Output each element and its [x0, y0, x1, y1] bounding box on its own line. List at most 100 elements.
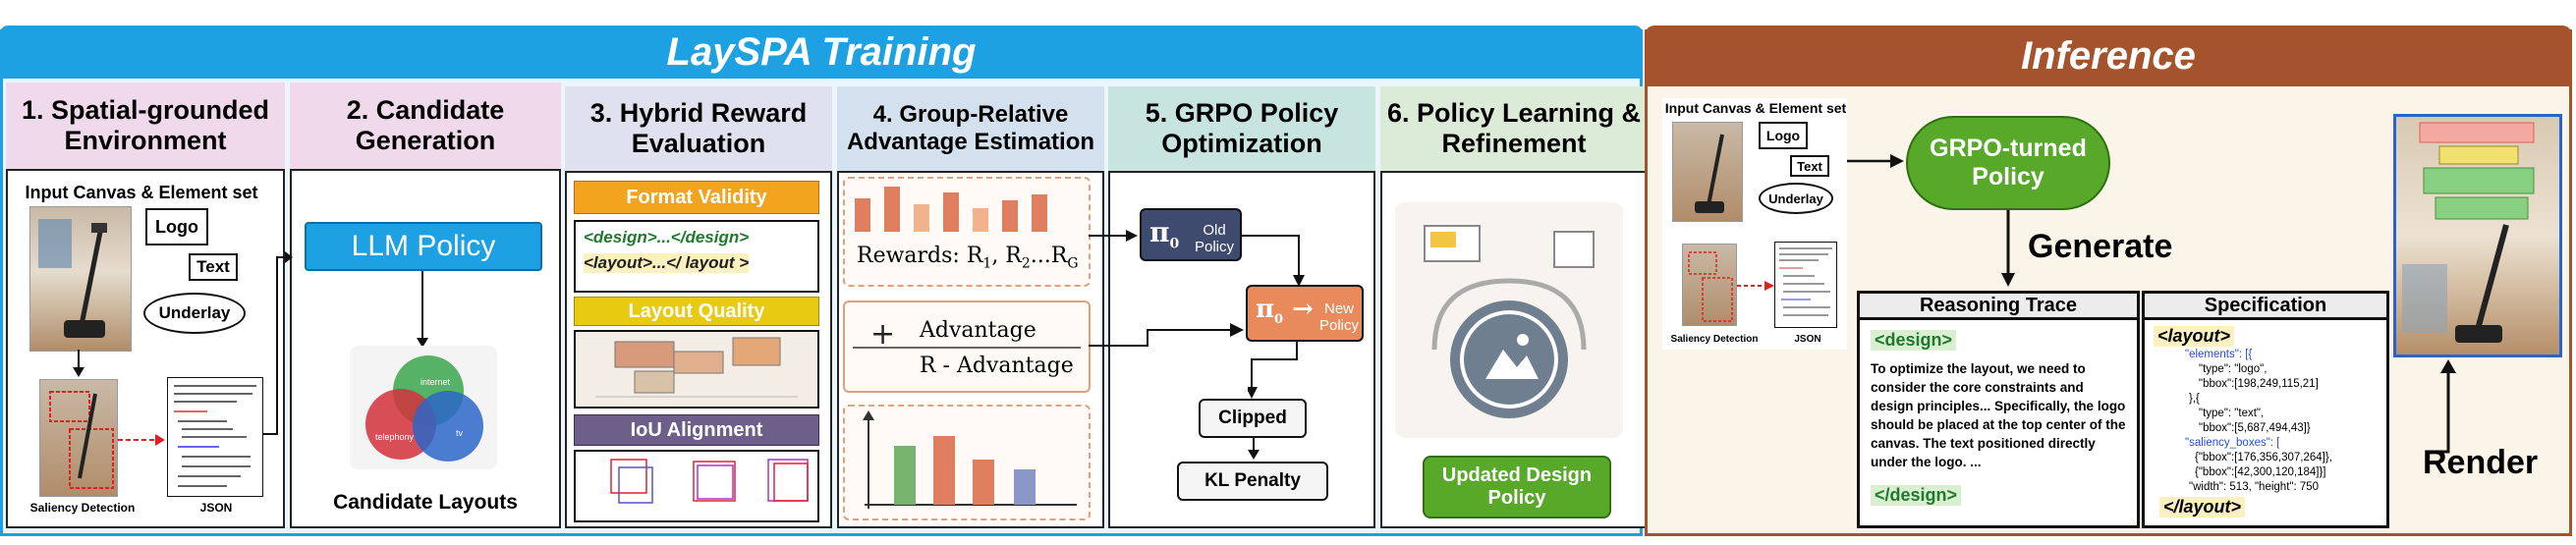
new-policy-label: New Policy: [1318, 300, 1359, 334]
stage-header-6: 6. Policy Learning & Refinement: [1380, 86, 1648, 173]
canvas-image: [29, 206, 132, 352]
stage1-dashed-arrow: [118, 434, 165, 446]
saliency-image: [39, 379, 118, 497]
inference-dashed-arrow: [1737, 281, 1774, 291]
layout-quality-illustration: [595, 337, 798, 398]
clipped-to-kl-arrow: [1248, 438, 1260, 460]
json-lines: [174, 385, 256, 487]
stage1-input-label: Input Canvas & Element set: [25, 183, 258, 202]
reasoning-trace-title: Reasoning Trace: [1857, 291, 2140, 320]
clipped-box: Clipped: [1199, 399, 1307, 438]
policy-to-trace-arrow: [2001, 210, 2015, 287]
spec-line: "saliency_boxes": [: [2185, 437, 2280, 449]
stage2-down-arrow: [417, 271, 428, 348]
venn-label-tv: tv: [456, 428, 464, 438]
advantage-bars: [863, 410, 1077, 509]
r-minus-advantage-label: R - Advantage: [920, 354, 1074, 378]
kl-penalty-box: KL Penalty: [1177, 462, 1328, 501]
iou-alignment-box: IoU Alignment: [574, 414, 819, 446]
stage-header-2: 2. Candidate Generation: [290, 82, 561, 171]
generate-label: Generate: [2028, 228, 2173, 265]
design-close-tag: </design>: [1871, 485, 1962, 506]
rewards-to-old-policy-arrow: [1089, 230, 1138, 242]
inference-vacuum-illustration: [1695, 134, 1724, 213]
reasoning-text: To optimize the layout, we need to consi…: [1871, 361, 2126, 469]
venn-label-internet: internet: [420, 377, 451, 387]
layout-close-tag: </layout>: [2159, 497, 2246, 518]
inference-saliency-label: Saliency Detection: [1670, 334, 1759, 345]
format-tags-box: <design>...</design> <layout>...</ layou…: [574, 220, 819, 293]
inference-banner: Inference: [1645, 26, 2572, 86]
advantage-to-new-policy-arrow: [1089, 323, 1244, 347]
advantage-chart: [843, 405, 1091, 520]
stage-header-3: 3. Hybrid Reward Evaluation: [565, 86, 832, 173]
advantage-label: Advantage: [920, 318, 1036, 343]
old-policy-pi: π0: [1149, 216, 1180, 252]
training-banner-title: LaySPA Training: [666, 29, 977, 74]
layout-quality-visual: [574, 330, 819, 409]
stage-header-5: 5. GRPO Policy Optimization: [1108, 86, 1375, 173]
advantage-panel: + Advantage R - Advantage: [843, 300, 1091, 393]
iou-visual: [574, 450, 819, 522]
rendered-layout-graphic: [2402, 122, 2535, 343]
stage-header-4: 4. Group-Relative Advantage Estimation: [837, 86, 1104, 173]
render-label: Render: [2423, 444, 2539, 481]
spec-line: "elements": [{: [2185, 349, 2253, 360]
inference-input-label: Input Canvas & Element set: [1664, 100, 1847, 116]
venn-illustration: internet telephony tv: [365, 355, 483, 462]
design-tag: <design>...</design>: [584, 228, 750, 246]
inference-canvas-image: [1672, 122, 1743, 222]
specification-title: Specification: [2142, 291, 2389, 320]
saliency-label: Saliency Detection: [29, 501, 136, 515]
spec-line: "bbox":[5,687,494,43]}: [2199, 422, 2311, 434]
old-policy-box: π0 Old Policy: [1140, 208, 1242, 261]
svg-text:+: +: [870, 317, 895, 352]
json-preview: [167, 377, 263, 497]
format-validity-box: Format Validity: [574, 181, 819, 214]
element-logo: Logo: [145, 208, 208, 245]
new-to-clipped-arrow: [1248, 342, 1298, 399]
input-to-policy-arrow: [1847, 154, 1904, 168]
render-arrow: [2431, 359, 2456, 454]
json-label: JSON: [199, 501, 233, 515]
element-text: Text: [189, 253, 238, 281]
refinement-graphic: [1424, 225, 1595, 418]
inference-json-lines: [1779, 247, 1832, 316]
new-policy-pi: π0 →: [1256, 295, 1314, 328]
stage1-down-arrow: [73, 350, 84, 377]
iou-illustration: [610, 459, 809, 504]
venn-diagram: internet telephony tv: [350, 346, 497, 469]
rewards-label: Rewards: R1, R2...RG: [857, 244, 1079, 272]
spec-line: },{: [2189, 393, 2200, 405]
policy-refinement-illustration: [1395, 202, 1623, 438]
old-policy-label: Old Policy: [1194, 222, 1234, 255]
design-open-tag: <design>: [1871, 330, 1957, 351]
inference-json-label: JSON: [1794, 334, 1821, 345]
updated-policy-box: Updated Design Policy: [1423, 456, 1611, 518]
spec-lines: "elements": [{ "type": "logo", "bbox":[1…: [2159, 348, 2385, 495]
rewards-panel: Rewards: R1, R2...RG: [843, 177, 1091, 287]
layout-tag: <layout>...</ layout >: [584, 253, 750, 273]
layout-quality-box: Layout Quality: [574, 297, 819, 326]
saliency-boxes-illustration: [49, 391, 114, 489]
inference-json-preview: [1774, 242, 1837, 328]
layout-open-tag: <layout>: [2154, 326, 2235, 347]
candidate-layouts-caption: Candidate Layouts: [333, 491, 518, 514]
stage-header-1: 1. Spatial-grounded Environment: [6, 82, 285, 171]
inference-element-logo: Logo: [1759, 122, 1808, 149]
old-to-new-arrow: [1240, 235, 1305, 287]
advantage-formula-lines: +: [853, 317, 1081, 352]
inference-saliency-boxes: [1688, 251, 1733, 322]
inference-element-text: Text: [1790, 155, 1829, 177]
grpo-policy-box: GRPO-turned Policy: [1906, 116, 2110, 210]
inference-saliency-image: [1682, 244, 1737, 326]
spec-line: {"bbox":[176,356,307,264]},: [2195, 452, 2332, 463]
spec-line: "type": "logo",: [2199, 363, 2268, 375]
vacuum-illustration: [38, 219, 107, 338]
stage1-to-stage2-arrow: [263, 251, 293, 435]
element-underlay: Underlay: [143, 293, 246, 334]
rendered-layout-image: [2393, 114, 2562, 357]
spec-line: "type": "text",: [2199, 408, 2265, 419]
venn-label-telephony: telephony: [375, 432, 415, 442]
spec-line: {"bbox":[42,300,120,184]}]: [2195, 466, 2326, 478]
